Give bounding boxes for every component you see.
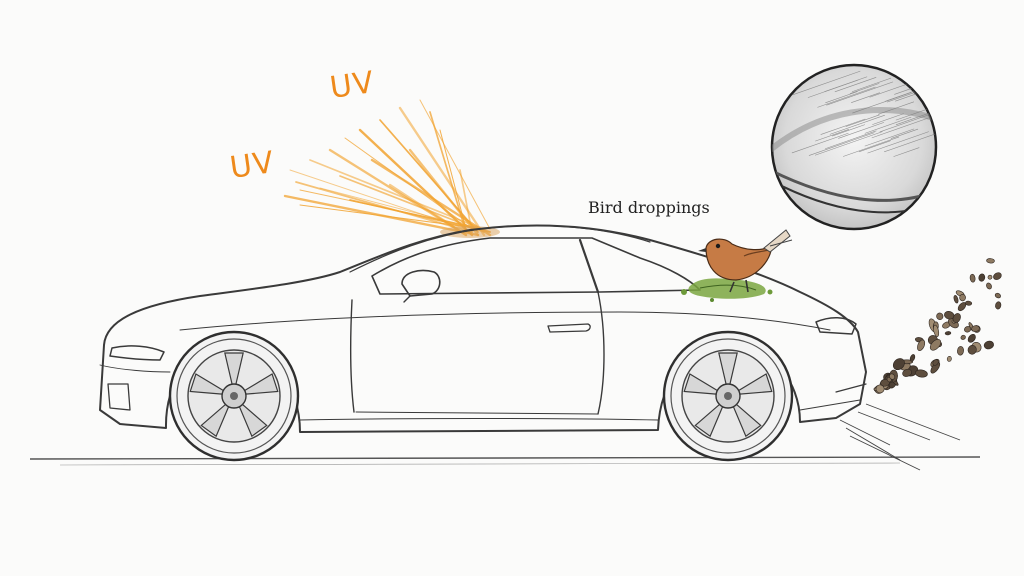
uv-ray	[388, 183, 468, 237]
scratch-line	[879, 113, 932, 133]
scratch-line	[871, 117, 931, 139]
scratch-line	[895, 106, 936, 126]
ground-lines	[29, 456, 981, 466]
debris-stone	[967, 333, 976, 343]
scratch-line	[864, 128, 915, 147]
debris-stone	[983, 340, 994, 350]
scratch-line	[851, 77, 892, 93]
debris-stone	[994, 292, 1001, 299]
debris-stone	[952, 313, 961, 323]
scratch-line	[807, 79, 859, 98]
scratch-line	[872, 113, 904, 125]
uv-ray	[439, 129, 467, 230]
uv-ray	[408, 148, 480, 237]
debris-stone	[959, 294, 966, 302]
scratch-line	[843, 136, 900, 157]
bird-droppings	[681, 278, 773, 302]
scratch-line	[838, 122, 885, 139]
debris-stone	[930, 361, 941, 374]
debris-stone	[964, 326, 972, 333]
scratch-line	[890, 128, 919, 139]
debris-stone	[987, 274, 993, 280]
debris-stone	[917, 339, 926, 351]
debris-stone	[892, 358, 905, 371]
scratch-line	[826, 81, 894, 106]
scratch-line	[832, 124, 865, 137]
debris-stone	[932, 359, 939, 366]
scratch-line	[825, 91, 858, 104]
uv-ray	[339, 175, 485, 233]
debris-stone	[995, 301, 1002, 310]
debris-stone	[986, 282, 992, 290]
bird	[698, 229, 793, 293]
debris-stone	[889, 373, 896, 380]
debris-stone	[960, 334, 966, 340]
scratch-line	[845, 114, 880, 127]
debris-stone	[936, 312, 944, 320]
debris-stone	[902, 368, 912, 377]
scratch-line	[877, 101, 915, 115]
uv-ray	[459, 169, 473, 233]
wheel	[168, 330, 300, 462]
scratch-line	[815, 129, 850, 142]
debris-stone	[953, 295, 959, 304]
debris-stone	[986, 258, 995, 264]
uv-label-left: UV	[227, 145, 277, 186]
scratch-line	[864, 116, 912, 134]
debris-stone	[993, 272, 1002, 280]
debris-stone	[957, 346, 964, 356]
scratch-line	[808, 132, 875, 156]
debris-stone	[909, 354, 916, 362]
scratch-line	[893, 147, 920, 157]
bird-droppings-caption: Bird droppings	[588, 198, 710, 217]
debris-stone	[969, 273, 976, 283]
scratch-line	[829, 114, 885, 135]
debris-stone	[971, 325, 980, 332]
uv-ray	[398, 106, 486, 237]
road-debris	[873, 258, 1002, 394]
scratch-line	[834, 77, 877, 93]
debris-stone	[875, 384, 885, 394]
uv-ray	[358, 128, 474, 237]
debris-stone	[929, 339, 942, 351]
paint-scratch-magnifier	[770, 63, 938, 231]
uv-ray	[419, 99, 491, 230]
uv-ray	[299, 204, 485, 230]
scratch-line	[814, 131, 883, 156]
scratch-line	[849, 83, 880, 94]
scratch-line	[867, 131, 929, 154]
debris-stone	[946, 356, 952, 362]
debris-stone	[978, 273, 986, 282]
wheel	[662, 330, 794, 462]
scratch-line	[851, 92, 880, 103]
scratch-line	[820, 118, 866, 135]
uv-rays	[283, 99, 500, 238]
scratch-line	[858, 140, 891, 153]
scratch-line	[792, 70, 861, 95]
debris-stone	[965, 300, 973, 306]
debris-motion-lines	[839, 403, 961, 471]
uv-ray	[370, 158, 492, 237]
scratch-line	[817, 86, 876, 108]
debris-stone	[933, 324, 940, 337]
uv-label-top: UV	[327, 65, 377, 106]
wheels	[168, 330, 794, 462]
debris-stone	[915, 369, 928, 378]
debris-stone	[967, 345, 977, 355]
scratch-line	[852, 92, 912, 114]
scratch-line	[825, 130, 877, 150]
scratch-line	[791, 132, 849, 154]
scratch-line	[884, 128, 936, 153]
debris-stone	[944, 331, 952, 336]
